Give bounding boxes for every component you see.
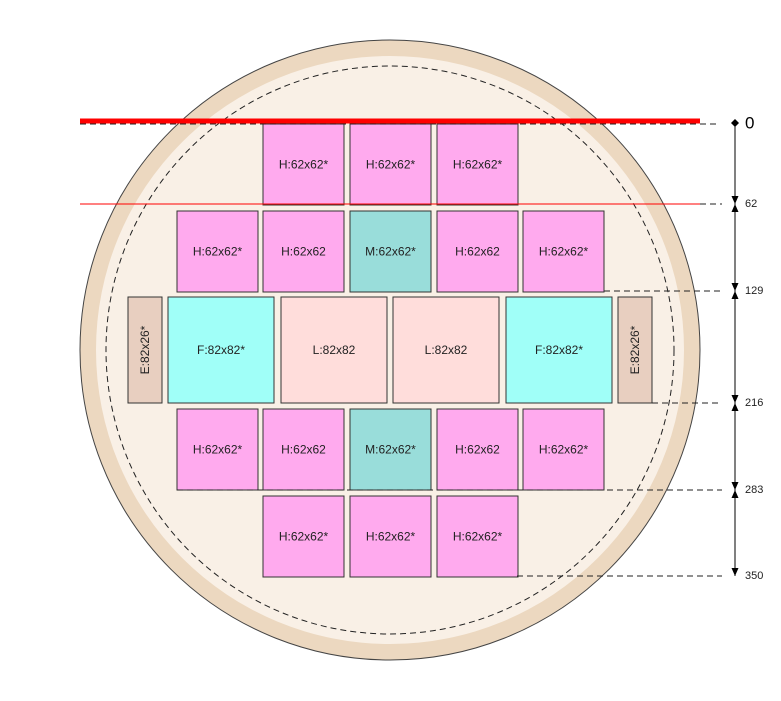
scale-arrow-down — [731, 568, 739, 576]
wafer-exclusion-circle — [105, 65, 675, 635]
tile-label: F:82x82* — [197, 343, 245, 357]
tile-rect — [176, 210, 259, 293]
tile-H-r0c0: H:62x62* — [262, 123, 345, 206]
scale-mark-350: 350 — [731, 568, 763, 582]
tile-rect — [505, 296, 613, 404]
tile-label: H:62x62 — [281, 245, 326, 259]
tile-label: H:62x62* — [279, 530, 329, 544]
tile-label: H:62x62 — [281, 443, 326, 457]
tile-M-r1c2: M:62x62* — [349, 210, 432, 293]
tile-H-r0c1: H:62x62* — [349, 123, 432, 206]
scale-label: 283 — [745, 484, 763, 496]
tile-H-r0c2: H:62x62* — [436, 123, 519, 206]
scale-mark-283: 283 — [731, 482, 763, 498]
tile-H-r1c4: H:62x62* — [522, 210, 605, 293]
tile-rect — [127, 296, 163, 404]
tile-label: E:82x26* — [138, 325, 152, 374]
tile-H-r4c2: H:62x62* — [436, 495, 519, 578]
tile-H-r3c4: H:62x62* — [522, 408, 605, 491]
tile-rect — [392, 296, 500, 404]
tile-label: H:62x62* — [453, 158, 503, 172]
scale-arrow-down — [731, 196, 739, 204]
tile-rect — [349, 495, 432, 578]
scale-arrow-up — [731, 490, 739, 498]
wafer-inner-surface — [96, 56, 684, 644]
tile-M-r3c2: M:62x62* — [349, 408, 432, 491]
scale-label: 350 — [745, 570, 763, 582]
scale-arrow-down — [731, 395, 739, 403]
tile-label: L:82x82 — [313, 343, 356, 357]
tile-rect — [522, 210, 605, 293]
tile-label: H:62x62* — [193, 443, 243, 457]
wafer-layer — [79, 39, 701, 661]
tile-label: H:62x62* — [453, 530, 503, 544]
tile-rect — [617, 296, 653, 404]
tile-E-r2e1: E:82x26* — [617, 296, 653, 404]
scale-label: 62 — [745, 198, 757, 210]
tile-rect — [262, 408, 345, 491]
tile-rect — [280, 296, 388, 404]
scale-origin-diamond — [731, 119, 739, 127]
tile-label: H:62x62* — [539, 443, 589, 457]
tile-rect — [176, 408, 259, 491]
scale-arrow-up — [731, 291, 739, 299]
tile-rect — [349, 123, 432, 206]
tile-E-r2e0: E:82x26* — [127, 296, 163, 404]
scale-arrow-down — [731, 283, 739, 291]
tile-H-r4c1: H:62x62* — [349, 495, 432, 578]
tile-H-r1c1: H:62x62 — [262, 210, 345, 293]
tile-F-r2f0: F:82x82* — [167, 296, 275, 404]
tile-rect — [522, 408, 605, 491]
scale-mark-62: 62 — [731, 196, 757, 212]
tile-rect — [436, 210, 519, 293]
scale-layer: 0 62 129 216 283 350 — [731, 114, 763, 582]
tile-label: H:62x62* — [366, 530, 416, 544]
tile-L-r2l1: L:82x82 — [392, 296, 500, 404]
tile-H-r1c3: H:62x62 — [436, 210, 519, 293]
tile-label: F:82x82* — [535, 343, 583, 357]
tile-label: H:62x62* — [366, 158, 416, 172]
scale-label: 129 — [745, 285, 763, 297]
tile-rect — [436, 123, 519, 206]
guide-layer — [80, 118, 722, 577]
scale-label: 216 — [745, 397, 763, 409]
tile-L-r2l0: L:82x82 — [280, 296, 388, 404]
scale-arrow-up — [731, 204, 739, 212]
tile-H-r3c3: H:62x62 — [436, 408, 519, 491]
tile-rect — [349, 210, 432, 293]
scale-arrow-up — [731, 403, 739, 411]
tile-label: L:82x82 — [425, 343, 468, 357]
tile-label: H:62x62* — [193, 245, 243, 259]
tile-rect — [262, 495, 345, 578]
tile-H-r3c1: H:62x62 — [262, 408, 345, 491]
tile-H-r4c0: H:62x62* — [262, 495, 345, 578]
tile-rect — [262, 123, 345, 206]
tile-label: M:62x62* — [365, 245, 416, 259]
scale-mark-129: 129 — [731, 283, 763, 299]
scale-mark-216: 216 — [731, 395, 763, 411]
tile-rect — [262, 210, 345, 293]
tile-F-r2f1: F:82x82* — [505, 296, 613, 404]
tile-label: H:62x62 — [455, 443, 500, 457]
tile-label: H:62x62* — [279, 158, 329, 172]
tile-rect — [436, 495, 519, 578]
tile-label: E:82x26* — [628, 325, 642, 374]
scale-mark-0: 0 — [731, 114, 754, 133]
tile-label: H:62x62* — [539, 245, 589, 259]
tile-H-r3c0: H:62x62* — [176, 408, 259, 491]
scale-arrow-down — [731, 482, 739, 490]
tile-label: H:62x62 — [455, 245, 500, 259]
tile-rect — [167, 296, 275, 404]
tile-rect — [349, 408, 432, 491]
scale-label: 0 — [745, 114, 754, 133]
tile-H-r1c0: H:62x62* — [176, 210, 259, 293]
tile-label: M:62x62* — [365, 443, 416, 457]
